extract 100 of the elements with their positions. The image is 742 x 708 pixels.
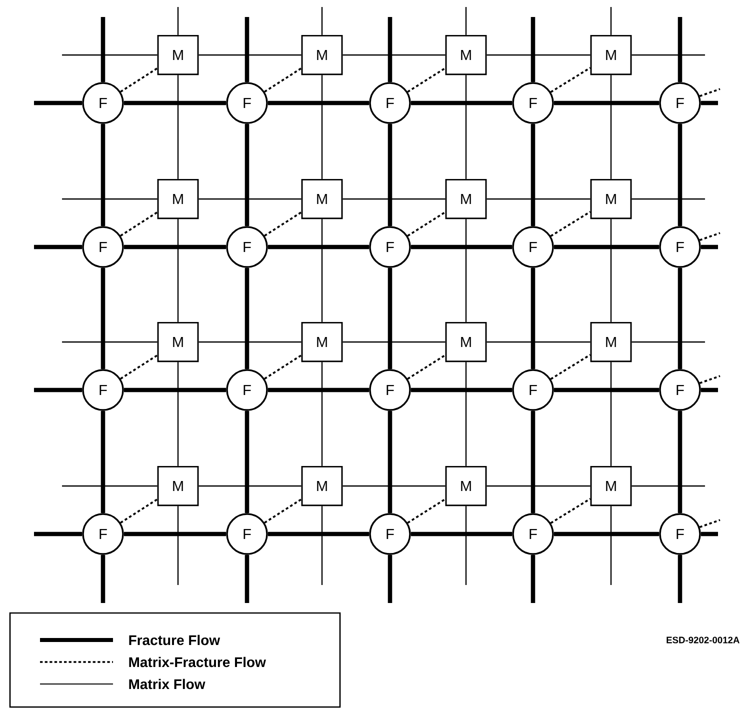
matrix-fracture-flow-line xyxy=(407,67,446,93)
matrix-fracture-flow-line xyxy=(120,212,158,237)
matrix-node-box: M xyxy=(590,34,632,76)
matrix-flow-line xyxy=(465,506,467,585)
matrix-flow-line xyxy=(465,362,467,466)
fracture-flow-line xyxy=(700,244,718,250)
fracture-flow-line xyxy=(244,554,250,603)
fracture-flow-line xyxy=(100,554,106,603)
matrix-node-box: M xyxy=(445,466,487,506)
fracture-flow-line xyxy=(124,100,226,106)
matrix-fracture-flow-line xyxy=(264,67,302,93)
matrix-flow-line xyxy=(177,219,179,322)
matrix-flow-line xyxy=(610,362,612,466)
fracture-flow-line xyxy=(268,532,370,536)
matrix-node-box: M xyxy=(301,322,343,362)
matrix-flow-line xyxy=(610,219,612,322)
fracture-flow-line xyxy=(678,124,682,226)
matrix-fracture-flow-line xyxy=(550,498,591,524)
fracture-flow-line xyxy=(100,124,106,226)
matrix-flow-line xyxy=(486,485,590,487)
matrix-fracture-flow-line xyxy=(120,68,158,93)
fracture-flow-line xyxy=(34,532,82,536)
matrix-flow-line xyxy=(321,75,323,179)
fracture-flow-line xyxy=(268,100,370,106)
matrix-fracture-flow-line xyxy=(699,519,720,528)
matrix-flow-line xyxy=(610,7,612,35)
matrix-node-box: M xyxy=(445,34,487,76)
fracture-flow-line xyxy=(244,17,250,82)
matrix-flow-line xyxy=(62,485,158,487)
matrix-fracture-flow-line xyxy=(699,88,720,97)
matrix-node-box: M xyxy=(301,466,343,506)
fracture-flow-line xyxy=(124,244,226,250)
matrix-flow-line xyxy=(486,198,590,200)
matrix-flow-line xyxy=(632,54,705,56)
fracture-flow-line xyxy=(410,244,512,250)
fracture-flow-line xyxy=(554,100,660,106)
matrix-flow-line xyxy=(486,54,590,56)
fracture-flow-line xyxy=(388,17,392,82)
matrix-fracture-flow-line xyxy=(120,354,158,380)
matrix-flow-line xyxy=(62,198,158,200)
matrix-flow-line xyxy=(610,75,612,179)
matrix-flow-line xyxy=(198,485,302,487)
fracture-flow-line xyxy=(678,268,682,370)
matrix-flow-line xyxy=(342,485,446,487)
matrix-flow-line xyxy=(486,341,590,343)
legend-entry: Matrix-Fracture Flow xyxy=(40,656,266,668)
fracture-flow-line xyxy=(388,124,392,226)
figure-id: ESD-9202-0012A xyxy=(666,636,740,644)
matrix-flow-line xyxy=(465,219,467,322)
fracture-flow-line xyxy=(530,17,536,82)
matrix-flow-line xyxy=(610,506,612,585)
matrix-flow-line xyxy=(465,75,467,179)
fracture-flow-line xyxy=(244,268,250,370)
fracture-flow-line xyxy=(554,388,660,392)
matrix-fracture-flow-line xyxy=(264,354,302,380)
matrix-flow-line xyxy=(632,341,705,343)
fracture-flow-line xyxy=(100,17,106,82)
matrix-fracture-flow-line xyxy=(264,498,302,524)
fracture-flow-line xyxy=(410,388,512,392)
fracture-flow-line xyxy=(34,388,82,392)
fracture-flow-line xyxy=(678,554,682,603)
fracture-flow-line xyxy=(678,410,682,514)
matrix-flow-line xyxy=(321,362,323,466)
legend-entry: Fracture Flow xyxy=(40,634,220,646)
matrix-node-box: M xyxy=(590,322,632,362)
matrix-flow-line xyxy=(632,198,705,200)
fracture-flow-line xyxy=(530,268,536,370)
matrix-flow-line xyxy=(198,341,302,343)
matrix-fracture-flow-line xyxy=(264,211,302,237)
matrix-fracture-flow-line xyxy=(550,354,591,380)
matrix-flow-line xyxy=(198,198,302,200)
matrix-fracture-flow-line xyxy=(699,232,720,241)
fracture-flow-line xyxy=(388,554,392,603)
matrix-node-box: M xyxy=(445,178,487,220)
fracture-flow-line xyxy=(410,532,512,536)
matrix-fracture-flow-line xyxy=(550,210,591,237)
fracture-flow-line xyxy=(244,410,250,514)
matrix-flow-line xyxy=(62,341,158,343)
fracture-flow-line xyxy=(268,388,370,392)
fracture-flow-line xyxy=(244,124,250,226)
matrix-node-box: M xyxy=(157,34,199,76)
matrix-flow-line xyxy=(342,198,446,200)
fracture-flow-line xyxy=(700,388,718,392)
matrix-flow-line xyxy=(342,54,446,56)
fracture-flow-line xyxy=(530,554,536,603)
matrix-fracture-flow-line xyxy=(407,498,446,524)
fracture-flow-line xyxy=(268,244,370,250)
fracture-flow-line xyxy=(700,100,718,106)
matrix-flow-line xyxy=(632,485,705,487)
fracture-flow-line xyxy=(388,410,392,514)
matrix-flow-line xyxy=(342,341,446,343)
matrix-node-box: M xyxy=(301,34,343,76)
fracture-flow-line xyxy=(678,17,682,82)
matrix-flow-line xyxy=(198,54,302,56)
fracture-flow-line xyxy=(700,532,718,536)
matrix-fracture-flow-line xyxy=(550,66,591,93)
matrix-node-box: M xyxy=(445,322,487,362)
matrix-node-box: M xyxy=(157,178,199,220)
matrix-fracture-flow-line xyxy=(407,211,446,237)
fracture-flow-line xyxy=(410,100,512,106)
